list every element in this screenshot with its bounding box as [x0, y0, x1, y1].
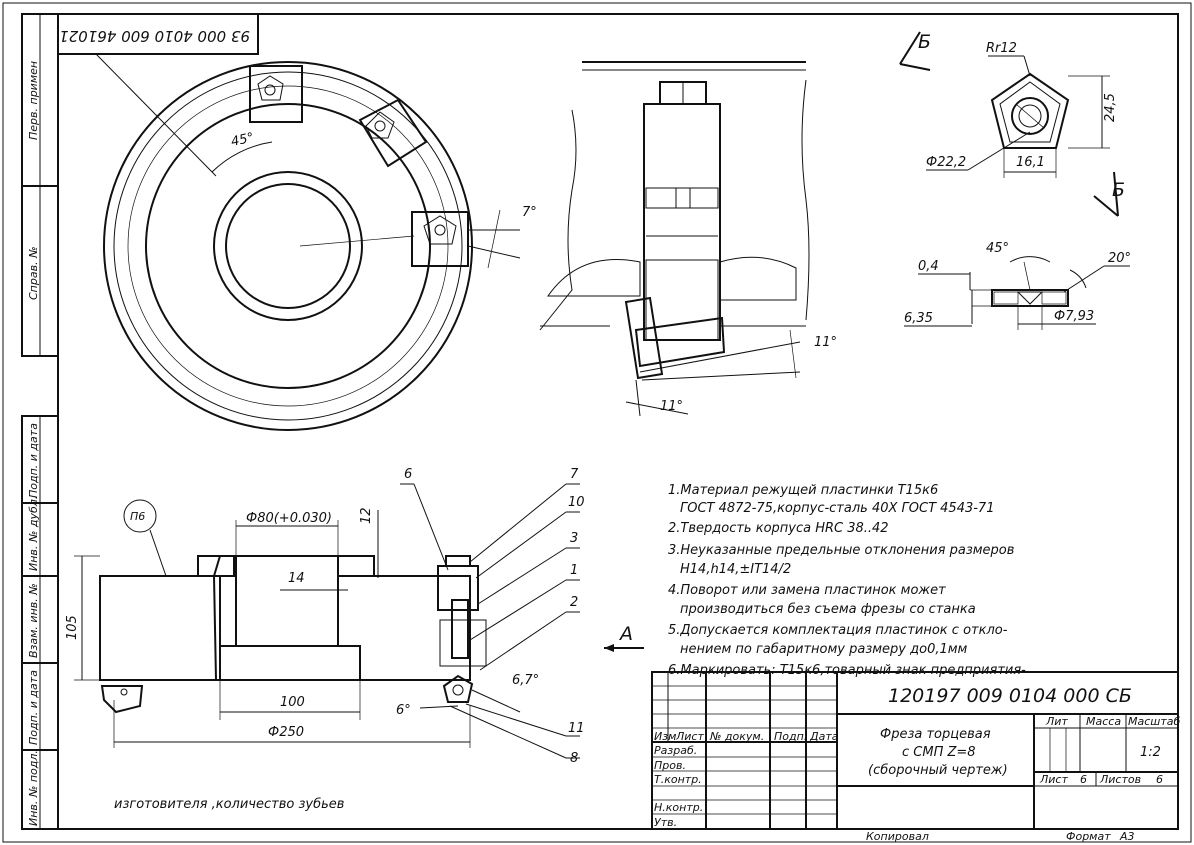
dim-105: 105	[65, 615, 80, 640]
insert-pocket-3	[411, 211, 469, 267]
tb-name-line2: с СМП Z=8	[902, 745, 976, 760]
strip-podp-data-2: Подп. и дата	[27, 670, 40, 745]
angle-7: 7°	[522, 205, 537, 220]
tb-sheet-value: 6	[1080, 773, 1087, 786]
callout-1: 1	[570, 563, 578, 578]
angle-6: 6°	[396, 703, 411, 718]
note-continuation: изготовителя ,количество зубьев	[114, 797, 344, 812]
note-line-8: 5.Допускается комплектация пластинок с о…	[668, 623, 1008, 638]
note-line-2: ГОСТ 4872-75,корпус-сталь 40Х ГОСТ 4543-…	[680, 501, 994, 516]
tb-col-data: Дата	[809, 730, 839, 743]
tb-name-line3: (сборочный чертеж)	[868, 763, 1008, 778]
note-line-1: 1.Материал режущей пластинки Т15к6	[668, 483, 938, 498]
tb-col-list: Лист	[675, 730, 704, 743]
tb-row-razrab: Разраб.	[654, 744, 697, 757]
note-line-10: 6.Маркировать: Т15к6,товарный знак предп…	[668, 663, 1026, 678]
dim-250: Ф250	[268, 725, 304, 740]
dim-6-35: 6,35	[904, 311, 933, 326]
dim-24-5: 24,5	[1103, 93, 1118, 122]
side-strip: Перв. примен Справ. № Подп. и дата Инв. …	[21, 13, 59, 830]
tb-name-line1: Фреза торцевая	[880, 727, 991, 742]
footer-format-label: Формат	[1066, 830, 1111, 843]
dim-12: 12	[359, 507, 374, 524]
callout-p6: П6	[130, 510, 145, 523]
dim-bore: Ф80(+0.030)	[246, 511, 332, 526]
strip-inv-dubl: Инв. № дубл.	[27, 496, 40, 571]
angle-6-7: 6,7°	[512, 673, 539, 688]
callout-8: 8	[570, 751, 578, 766]
strip-vzam-inv: Взам. инв. №	[27, 583, 40, 658]
dim-22-2: Ф22,2	[926, 155, 966, 170]
insert-section: 0,4 6,35 45° 20° Ф7,93	[904, 241, 1131, 330]
tb-col-podp: Подп.	[774, 730, 807, 743]
footer-format-value: А3	[1119, 830, 1135, 843]
tb-sheet-label: Лист	[1039, 773, 1068, 786]
tb-col-doc: № докум.	[709, 730, 764, 743]
callout-leaders	[400, 483, 580, 759]
dim-100: 100	[280, 695, 305, 710]
insert-pocket-2	[358, 98, 428, 168]
cutter-side-view: 11° 11°	[539, 61, 837, 417]
technical-notes: 1.Материал режущей пластинки Т15к6 ГОСТ …	[114, 483, 1026, 812]
callout-7: 7	[570, 467, 579, 482]
callout-2: 2	[570, 595, 578, 610]
angle-20: 20°	[1108, 251, 1131, 266]
dim-14: 14	[288, 571, 305, 586]
tb-col-izm: Изм	[654, 730, 676, 743]
dim-16-1: 16,1	[1016, 155, 1045, 170]
strip-inv-podl: Инв. № подл.	[27, 750, 40, 826]
tb-lit: Лит	[1045, 715, 1068, 728]
tb-sheets-label: Листов	[1099, 773, 1141, 786]
stamp-code: 93 000 4010 600 461021	[59, 27, 250, 45]
angle-11-bottom: 11°	[660, 399, 683, 414]
title-block: Изм Лист № докум. Подп. Дата Разраб. Про…	[651, 671, 1180, 830]
view-label-a: А	[618, 623, 633, 645]
tb-scale-value: 1:2	[1140, 745, 1161, 760]
tb-designation: 120197 009 0104 000 СБ	[888, 685, 1132, 707]
footer-kopiroval: Копировал	[866, 830, 929, 843]
dim-7-93: Ф7,93	[1054, 309, 1094, 324]
tb-massa: Масса	[1086, 715, 1121, 728]
note-line-5: H14,h14,±IT14/2	[680, 562, 791, 577]
tb-row-utv: Утв.	[654, 816, 677, 829]
strip-podp-data-1: Подп. и дата	[27, 423, 40, 498]
insert-view-b: Б Б Rr12 24,5 16,1 Ф22,2	[899, 31, 1125, 217]
callout-3: 3	[570, 531, 578, 546]
stamp-code-box: 93 000 4010 600 461021	[57, 13, 259, 55]
tb-row-tkontr: Т.контр.	[654, 773, 702, 786]
tb-row-prov: Пров.	[654, 759, 686, 772]
angle-45-section: 45°	[986, 241, 1009, 256]
note-line-4: 3.Неуказанные предельные отклонения разм…	[668, 543, 1014, 558]
note-line-9: нением по габаритному размеру до0,1мм	[680, 642, 968, 657]
tb-sheets-value: 6	[1156, 773, 1163, 786]
callout-11: 11	[568, 721, 585, 736]
strip-perv-primen: Перв. примен	[27, 61, 40, 140]
note-line-7: производиться без съема фрезы со станка	[680, 602, 976, 617]
section-b-top: Б	[918, 31, 931, 53]
tb-row-nkontr: Н.контр.	[654, 801, 703, 814]
callout-10: 10	[568, 495, 585, 510]
insert-pocket-1	[249, 65, 303, 123]
section-b-right: Б	[1112, 179, 1125, 201]
callout-6: 6	[404, 467, 412, 482]
angle-45-top: 45°	[230, 130, 256, 149]
footer: Копировал Формат А3	[866, 830, 1135, 843]
dim-0-4: 0,4	[918, 259, 939, 274]
cutter-section-view: П6 Ф80(+0.030) 12 14 105	[65, 467, 644, 766]
note-line-6: 4.Поворот или замена пластинок может	[668, 583, 946, 598]
radius-label: Rr12	[986, 41, 1017, 56]
cutter-top-view: 45° 7°	[95, 53, 537, 431]
strip-sprav: Справ. №	[27, 246, 40, 300]
note-line-3: 2.Твердость корпуса HRC 38..42	[668, 521, 889, 536]
angle-11-right: 11°	[814, 335, 837, 350]
tb-masshtab: Масштаб	[1128, 715, 1180, 728]
